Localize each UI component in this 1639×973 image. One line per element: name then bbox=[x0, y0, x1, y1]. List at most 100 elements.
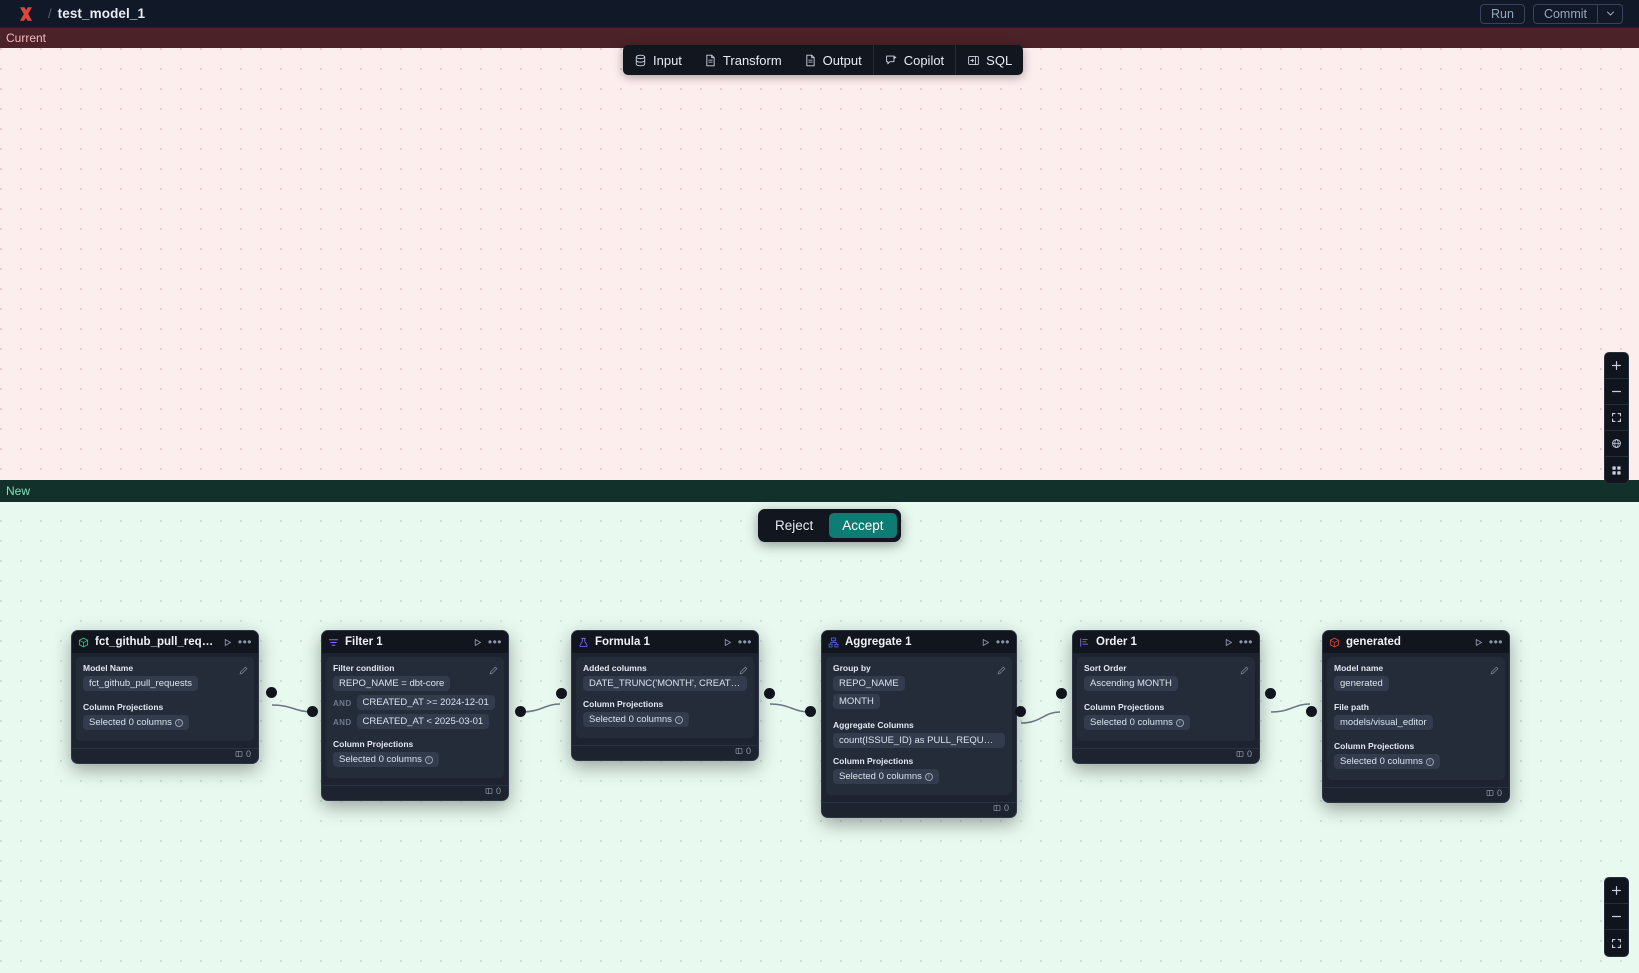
target-globe-button[interactable] bbox=[1605, 431, 1628, 457]
info-icon[interactable]: i bbox=[174, 719, 183, 728]
chevron-down-icon[interactable] bbox=[1597, 3, 1623, 24]
info-icon[interactable]: i bbox=[1425, 758, 1434, 767]
node-card-aggregate[interactable]: Aggregate 1 ••• Group by REPO_NAME MONTH… bbox=[821, 630, 1017, 818]
connector-dot[interactable] bbox=[307, 706, 318, 717]
edit-pencil-icon[interactable] bbox=[489, 662, 498, 680]
database-icon bbox=[634, 54, 647, 67]
fit-screen-button[interactable] bbox=[1605, 405, 1628, 431]
value-chip-model-name[interactable]: fct_github_pull_requests bbox=[83, 676, 198, 692]
connector-dot[interactable] bbox=[1056, 688, 1067, 699]
rows-icon bbox=[1236, 751, 1244, 757]
value-chip-sort-order[interactable]: Ascending MONTH bbox=[1084, 676, 1178, 692]
value-chip-model-name[interactable]: generated bbox=[1334, 676, 1389, 692]
toolbar-item-transform[interactable]: Transform bbox=[693, 45, 793, 75]
filter-condition-row: AND CREATED_AT >= 2024-12-01 bbox=[333, 695, 497, 712]
toolbar-item-input[interactable]: Input bbox=[623, 45, 693, 75]
value-chip-aggregate-columns[interactable]: count(ISSUE_ID) as PULL_REQUEST_... bbox=[833, 733, 1005, 748]
connector-dot[interactable] bbox=[1306, 706, 1317, 717]
run-node-icon[interactable] bbox=[223, 638, 232, 647]
node-menu-icon[interactable]: ••• bbox=[737, 635, 752, 649]
node-card-order[interactable]: Order 1 ••• Sort Order Ascending MONTH C… bbox=[1072, 630, 1260, 764]
edit-pencil-icon[interactable] bbox=[739, 662, 748, 680]
node-card-generated[interactable]: generated ••• Model name generated File … bbox=[1322, 630, 1510, 803]
info-icon[interactable]: i bbox=[424, 756, 433, 765]
condition-chip[interactable]: REPO_NAME = dbt-core bbox=[333, 676, 451, 691]
run-node-icon[interactable] bbox=[1474, 638, 1483, 647]
grid-layout-button[interactable] bbox=[1605, 457, 1628, 483]
run-node-icon[interactable] bbox=[981, 638, 990, 647]
toolbar-label: Transform bbox=[722, 52, 782, 68]
connector-dot[interactable] bbox=[764, 688, 775, 699]
connector-dot[interactable] bbox=[1265, 688, 1276, 699]
edit-pencil-icon[interactable] bbox=[997, 662, 1006, 680]
run-node-icon[interactable] bbox=[723, 638, 732, 647]
run-node-icon[interactable] bbox=[473, 638, 482, 647]
value-chip-added-columns[interactable]: DATE_TRUNC('MONTH', CREATED_AT... bbox=[583, 676, 747, 691]
filter-condition-row: REPO_NAME = dbt-core bbox=[333, 676, 497, 693]
node-header: Filter 1 ••• bbox=[322, 631, 508, 653]
condition-chip[interactable]: CREATED_AT < 2025-03-01 bbox=[356, 714, 490, 729]
condition-operator: AND bbox=[333, 699, 352, 708]
x-logo-icon[interactable] bbox=[16, 4, 36, 24]
new-version-label: New bbox=[6, 484, 31, 498]
field-label-column-projections: Column Projections bbox=[1334, 741, 1415, 751]
node-menu-icon[interactable]: ••• bbox=[237, 635, 252, 649]
accept-button[interactable]: Accept bbox=[829, 513, 897, 538]
toolbar-label: Output bbox=[822, 52, 862, 68]
info-icon[interactable]: i bbox=[674, 716, 683, 725]
node-card-source[interactable]: fct_github_pull_requests ••• Model Name … bbox=[71, 630, 259, 764]
divider bbox=[1323, 787, 1509, 788]
field-label-sort-order: Sort Order bbox=[1084, 663, 1127, 673]
reject-button[interactable]: Reject bbox=[762, 513, 826, 538]
connector-dot[interactable] bbox=[266, 687, 277, 698]
toolbar-item-output[interactable]: Output bbox=[793, 45, 873, 75]
zoom-out-button[interactable] bbox=[1605, 379, 1628, 405]
node-menu-icon[interactable]: ••• bbox=[1488, 635, 1503, 649]
condition-chip[interactable]: CREATED_AT >= 2024-12-01 bbox=[356, 695, 495, 710]
edit-pencil-icon[interactable] bbox=[1490, 662, 1499, 680]
node-body: Model Name fct_github_pull_requests Colu… bbox=[76, 657, 254, 741]
node-title: Aggregate 1 bbox=[845, 636, 912, 648]
node-card-filter[interactable]: Filter 1 ••• Filter condition REPO_NAME … bbox=[321, 630, 509, 801]
fit-screen-button[interactable] bbox=[1605, 930, 1628, 956]
rows-icon bbox=[735, 748, 743, 754]
commit-button[interactable]: Commit bbox=[1532, 3, 1597, 24]
divider bbox=[72, 748, 258, 749]
new-canvas[interactable]: fct_github_pull_requests ••• Model Name … bbox=[0, 480, 1639, 973]
run-node-icon[interactable] bbox=[1224, 638, 1233, 647]
current-canvas[interactable] bbox=[0, 28, 1639, 480]
toolbar-item-copilot[interactable]: Copilot bbox=[872, 45, 955, 75]
zoom-out-button[interactable] bbox=[1605, 904, 1628, 930]
connector-dot[interactable] bbox=[556, 688, 567, 699]
row-count: 0 bbox=[1003, 803, 1009, 813]
node-menu-icon[interactable]: ••• bbox=[1238, 635, 1253, 649]
field-label-column-projections: Column Projections bbox=[833, 756, 914, 766]
value-chip-file-path[interactable]: models/visual_editor bbox=[1334, 715, 1433, 731]
run-button[interactable]: Run bbox=[1480, 3, 1525, 24]
info-icon[interactable]: i bbox=[1175, 719, 1184, 728]
edit-pencil-icon[interactable] bbox=[1240, 662, 1249, 680]
value-chip-group-by[interactable]: MONTH bbox=[833, 694, 880, 710]
value-chip-group-by[interactable]: REPO_NAME bbox=[833, 676, 905, 692]
edit-pencil-icon[interactable] bbox=[239, 662, 248, 680]
connector-dot[interactable] bbox=[805, 706, 816, 717]
flask-icon bbox=[578, 637, 589, 648]
zoom-in-button[interactable] bbox=[1605, 878, 1628, 904]
node-card-formula[interactable]: Formula 1 ••• Added columns DATE_TRUNC('… bbox=[571, 630, 759, 761]
rows-icon bbox=[485, 788, 493, 794]
toolbar-label: SQL bbox=[986, 52, 1013, 68]
info-icon[interactable]: i bbox=[924, 773, 933, 782]
connector-dot[interactable] bbox=[1015, 706, 1026, 717]
node-menu-icon[interactable]: ••• bbox=[995, 635, 1010, 649]
node-menu-icon[interactable]: ••• bbox=[487, 635, 502, 649]
toolbar-item-sql[interactable]: SQL bbox=[955, 45, 1023, 75]
node-body: Model name generated File path models/vi… bbox=[1327, 657, 1505, 780]
connector-dot[interactable] bbox=[515, 706, 526, 717]
zoom-in-button[interactable] bbox=[1605, 353, 1628, 379]
